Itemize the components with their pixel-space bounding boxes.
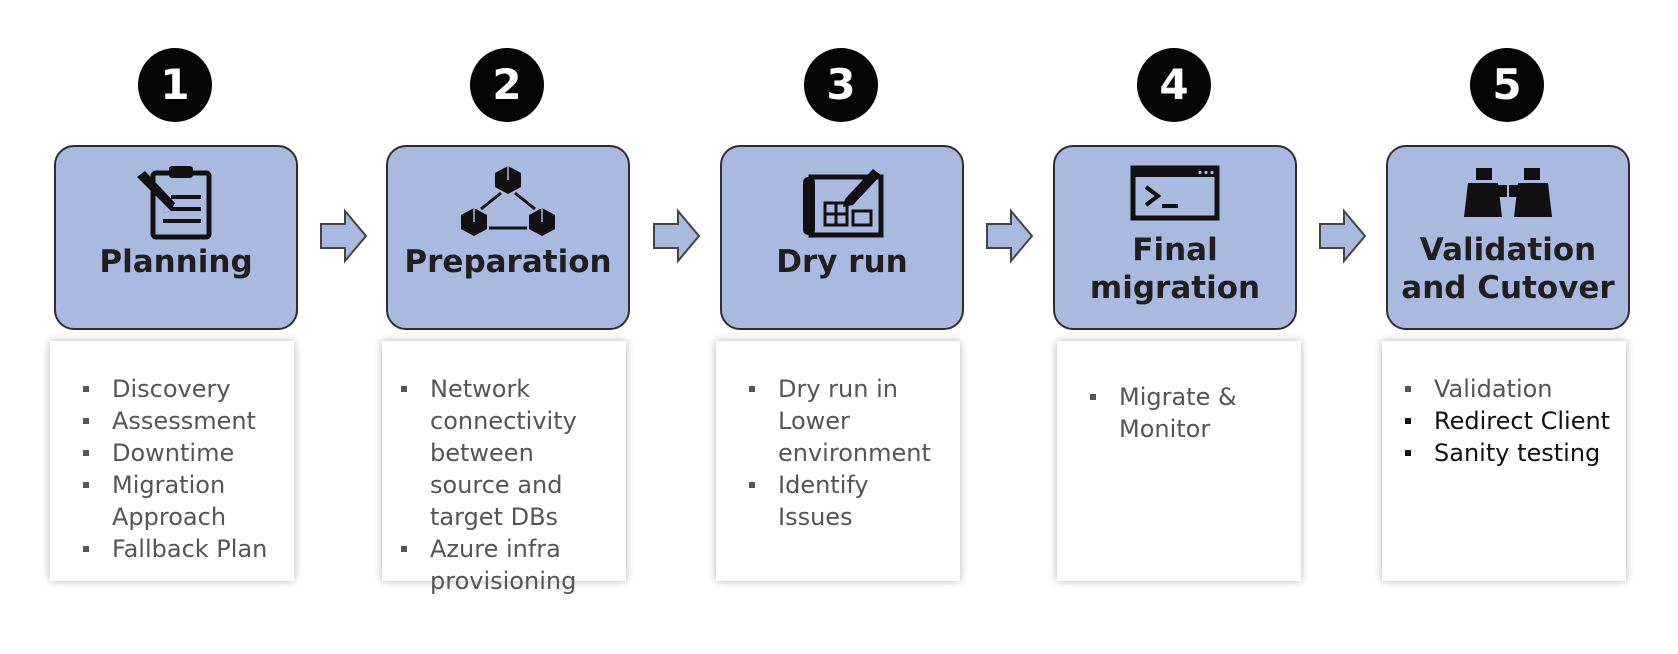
clipboard-icon — [56, 163, 296, 243]
step-title-line: migration — [1089, 270, 1261, 306]
step-number-badge: 3 — [804, 48, 878, 122]
step-number-badge: 1 — [138, 48, 212, 122]
step-title: Validation and Cutover — [1388, 231, 1628, 307]
step-header: Final migration — [1053, 145, 1297, 330]
next-step-arrow — [1319, 208, 1367, 264]
step-title-line: Validation — [1419, 232, 1597, 268]
step-title: Dry run — [722, 243, 962, 281]
step-details-card: Discovery Assessment Downtime Migration … — [50, 341, 294, 581]
step-number-badge: 2 — [470, 48, 544, 122]
step-title-line: Final — [1132, 232, 1218, 268]
step-header: Validation and Cutover — [1386, 145, 1630, 330]
step-title-line: Dry run — [776, 244, 908, 280]
list-item: Identify Issues — [744, 469, 950, 533]
list-item: Assessment — [78, 405, 278, 437]
step-number-badge: 4 — [1137, 48, 1211, 122]
step-5: 5 Validation and Cutover Validation — [1382, 0, 1632, 654]
step-number-badge: 5 — [1470, 48, 1544, 122]
step-details-card: Network connectivity between source and … — [382, 341, 626, 595]
terminal-icon — [1055, 165, 1295, 221]
list-item: Validation — [1400, 373, 1614, 405]
step-title: Planning — [56, 243, 296, 281]
step-details-card: Dry run in Lower environment Identify Is… — [716, 341, 960, 581]
step-title: Preparation — [388, 243, 628, 281]
step-details-card: Migrate & Monitor — [1057, 341, 1301, 581]
step-title-line: and Cutover — [1401, 270, 1615, 306]
step-4: 4 Final migration Migrate & Mon — [1049, 0, 1301, 654]
next-step-arrow — [986, 208, 1034, 264]
step-details-list: Migrate & Monitor — [1085, 381, 1285, 445]
next-step-arrow — [653, 208, 701, 264]
step-header: Dry run — [720, 145, 964, 330]
step-title: Final migration — [1055, 231, 1295, 307]
step-header: Preparation — [386, 145, 630, 330]
list-item: Downtime — [78, 437, 278, 469]
step-1: 1 Planning Discovery Assessment — [50, 0, 300, 654]
step-header: Planning — [54, 145, 298, 330]
step-details-list: Dry run in Lower environment Identify Is… — [744, 373, 950, 533]
list-item: Discovery — [78, 373, 278, 405]
step-details-list: Validation Redirect Client Sanity testin… — [1400, 373, 1614, 469]
next-step-arrow — [320, 208, 368, 264]
step-title-line: Preparation — [404, 244, 612, 280]
blueprint-icon — [722, 163, 962, 243]
list-item: Azure infra provisioning — [396, 533, 610, 597]
list-item: Migrate & Monitor — [1085, 381, 1285, 445]
step-details-card: Validation Redirect Client Sanity testin… — [1382, 341, 1626, 581]
list-item: Sanity testing — [1400, 437, 1614, 469]
step-title-line: Planning — [99, 244, 253, 280]
connected-cubes-icon — [388, 163, 628, 243]
step-details-list: Discovery Assessment Downtime Migration … — [78, 373, 278, 565]
list-item: Migration Approach — [78, 469, 278, 533]
step-2: 2 Preparation Net — [382, 0, 632, 654]
step-details-list: Network connectivity between source and … — [396, 373, 610, 597]
list-item: Dry run in Lower environment — [744, 373, 950, 469]
list-item: Redirect Client — [1400, 405, 1614, 437]
step-3: 3 Dry run Dry run in Lower environment — [716, 0, 966, 654]
list-item: Network connectivity between source and … — [396, 373, 610, 533]
list-item: Fallback Plan — [78, 533, 278, 565]
binoculars-icon — [1388, 165, 1628, 223]
